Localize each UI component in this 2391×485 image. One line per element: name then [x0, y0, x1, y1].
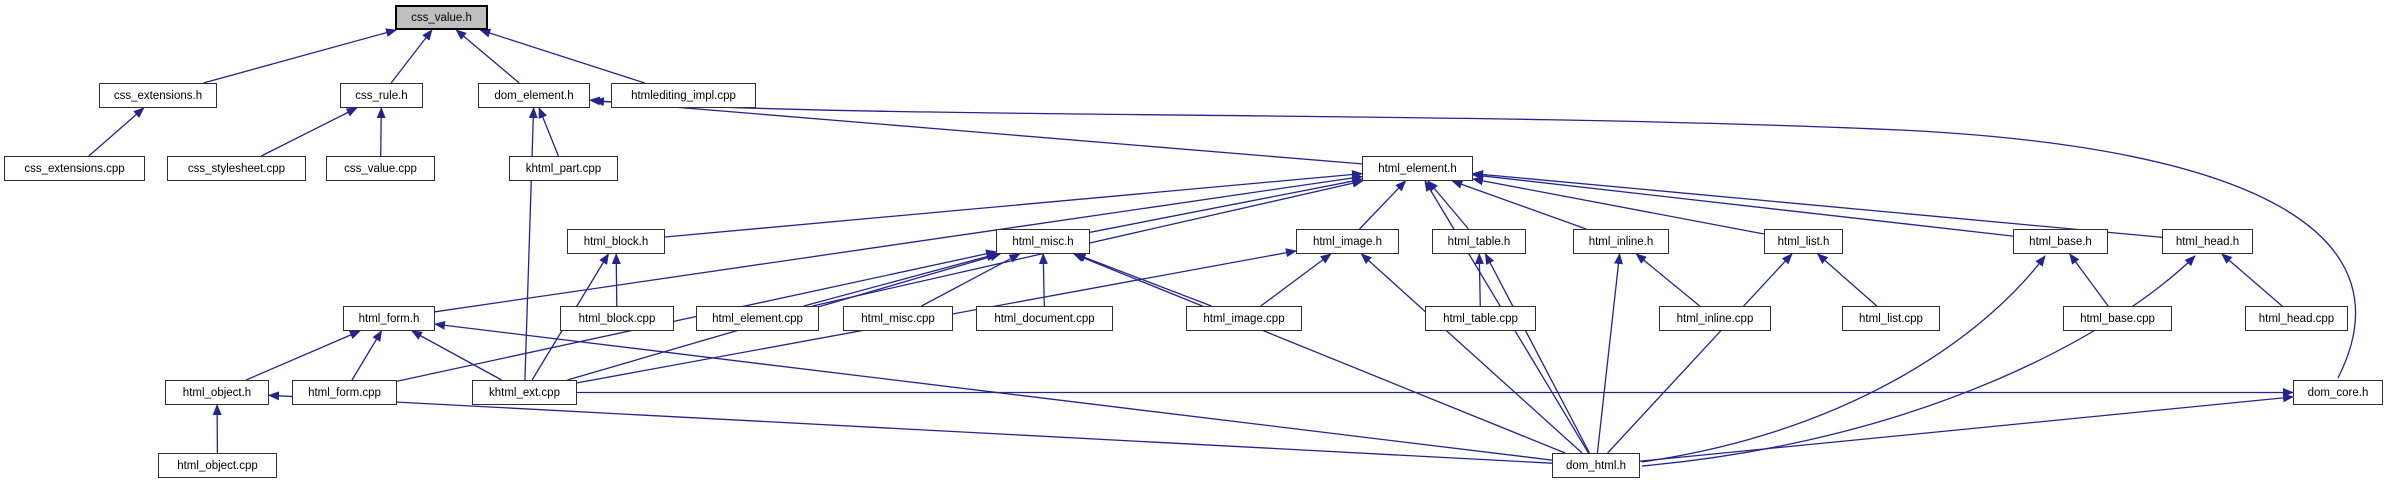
- edge-html_misc_cpp-to-html_misc_h: [921, 253, 1021, 307]
- edge-html_base_h-to-html_element_h: [1472, 171, 2014, 237]
- node-html_element_h[interactable]: html_element.h: [1362, 156, 1473, 181]
- node-html_image_cpp[interactable]: html_image.cpp: [1186, 306, 1302, 331]
- edge-html_base_cpp-to-html_base_h: [2069, 253, 2109, 307]
- edge-css_extensions_h-to-css_value_h: [203, 28, 398, 84]
- edge-htmlediting_impl_cpp-to-css_value_h: [479, 28, 645, 84]
- edge-html_list_cpp-to-html_list_h: [1816, 253, 1878, 307]
- node-html_misc_cpp[interactable]: html_misc.cpp: [843, 306, 953, 331]
- edge-css_rule_h-to-css_value_h: [390, 29, 433, 84]
- edge-dom_html_h-to-html_base_h: [1641, 255, 2046, 463]
- edge-html_head_h-to-html_element_h: [1472, 170, 2163, 238]
- edge-dom_core_h-to-dom_element_h: [593, 97, 2356, 379]
- node-html_object_cpp[interactable]: html_object.cpp: [158, 453, 277, 478]
- edge-html_form_h-to-html_element_h: [434, 173, 1363, 313]
- edge-html_object_h-to-html_form_h: [245, 330, 361, 381]
- edge-html_table_h-to-html_element_h: [1427, 180, 1469, 230]
- edge-dom_html_h-to-html_head_h: [1641, 255, 2196, 467]
- edge-dom_html_h-to-html_list_h: [1607, 253, 1793, 454]
- edge-khtml_ext_cpp-to-dom_element_h: [524, 107, 538, 381]
- edge-dom_html_h-to-html_table_h: [1484, 253, 1591, 454]
- edge-html_block_h-to-html_element_h: [664, 170, 1363, 238]
- node-html_table_h[interactable]: html_table.h: [1432, 229, 1526, 254]
- edge-dom_html_h-to-html_inline_h: [1596, 253, 1623, 454]
- node-html_head_cpp[interactable]: html_head.cpp: [2245, 306, 2348, 331]
- node-khtml_part_cpp[interactable]: khtml_part.cpp: [509, 156, 618, 181]
- edge-html_head_cpp-to-html_head_h: [2221, 253, 2283, 307]
- edge-khtml_ext_cpp-to-html_form_h: [411, 330, 502, 381]
- node-html_inline_cpp[interactable]: html_inline.cpp: [1659, 306, 1771, 331]
- edge-css_extensions_cpp-to-css_extensions_h: [88, 107, 145, 157]
- edge-css_value_cpp-to-css_rule_h: [376, 107, 386, 157]
- node-html_misc_h[interactable]: html_misc.h: [996, 229, 1090, 254]
- node-html_inline_h[interactable]: html_inline.h: [1573, 229, 1669, 254]
- node-html_list_cpp[interactable]: html_list.cpp: [1842, 306, 1940, 331]
- node-css_stylesheet_cpp[interactable]: css_stylesheet.cpp: [167, 156, 306, 181]
- edge-dom_html_h-to-html_object_h: [268, 391, 1553, 464]
- node-css_value_h[interactable]: css_value.h: [395, 5, 488, 30]
- edge-khtml_part_cpp-to-dom_element_h: [538, 107, 560, 157]
- edge-html_inline_h-to-html_element_h: [1451, 180, 1587, 230]
- edge-html_form_cpp-to-html_form_h: [351, 330, 383, 381]
- edge-html_block_cpp-to-html_block_h: [611, 253, 621, 307]
- node-css_value_cpp[interactable]: css_value.cpp: [326, 156, 435, 181]
- node-html_block_cpp[interactable]: html_block.cpp: [560, 306, 674, 331]
- node-htmlediting_impl_cpp[interactable]: htmlediting_impl.cpp: [611, 83, 756, 108]
- node-html_form_cpp[interactable]: html_form.cpp: [292, 380, 397, 405]
- node-html_image_h[interactable]: html_image.h: [1296, 229, 1399, 254]
- node-dom_core_h[interactable]: dom_core.h: [2293, 380, 2383, 405]
- edge-html_list_h-to-html_element_h: [1472, 176, 1765, 235]
- node-css_extensions_h[interactable]: css_extensions.h: [99, 83, 217, 108]
- node-html_base_cpp[interactable]: html_base.cpp: [2063, 306, 2172, 331]
- node-html_list_h[interactable]: html_list.h: [1764, 229, 1843, 254]
- edge-html_element_cpp-to-html_misc_h: [803, 252, 998, 307]
- edge-dom_html_h-to-html_misc_h: [1072, 253, 1566, 454]
- edge-html_image_cpp-to-html_image_h: [1260, 253, 1332, 307]
- node-html_base_h[interactable]: html_base.h: [2013, 229, 2108, 254]
- node-html_head_h[interactable]: html_head.h: [2162, 229, 2253, 254]
- edge-html_image_h-to-html_element_h: [1359, 180, 1407, 230]
- node-khtml_ext_cpp[interactable]: khtml_ext.cpp: [472, 380, 577, 405]
- node-html_block_h[interactable]: html_block.h: [567, 229, 665, 254]
- edge-html_image_cpp-to-html_misc_h: [1074, 253, 1212, 307]
- edge-html_element_h-to-dom_element_h: [589, 96, 1363, 165]
- edge-html_misc_h-to-html_element_h: [1089, 176, 1363, 233]
- edge-html_document_cpp-to-html_misc_h: [1038, 253, 1048, 307]
- edge-html_table_cpp-to-html_table_h: [1474, 253, 1484, 307]
- edge-dom_element_h-to-css_value_h: [455, 29, 520, 84]
- node-dom_element_h[interactable]: dom_element.h: [478, 83, 590, 108]
- node-html_table_cpp[interactable]: html_table.cpp: [1425, 306, 1536, 331]
- edge-dom_html_h-to-dom_core_h: [1639, 393, 2294, 462]
- node-html_element_cpp[interactable]: html_element.cpp: [696, 306, 819, 331]
- node-dom_html_h[interactable]: dom_html.h: [1552, 453, 1640, 478]
- node-css_extensions_cpp[interactable]: css_extensions.cpp: [4, 156, 145, 181]
- edge-css_stylesheet_cpp-to-css_rule_h: [261, 107, 358, 157]
- node-html_document_cpp[interactable]: html_document.cpp: [976, 306, 1113, 331]
- node-html_form_h[interactable]: html_form.h: [343, 306, 435, 331]
- edge-html_inline_cpp-to-html_inline_h: [1635, 253, 1701, 307]
- node-css_rule_h[interactable]: css_rule.h: [340, 83, 423, 108]
- node-html_object_h[interactable]: html_object.h: [165, 380, 269, 405]
- edge-dom_html_h-to-html_image_h: [1360, 253, 1583, 454]
